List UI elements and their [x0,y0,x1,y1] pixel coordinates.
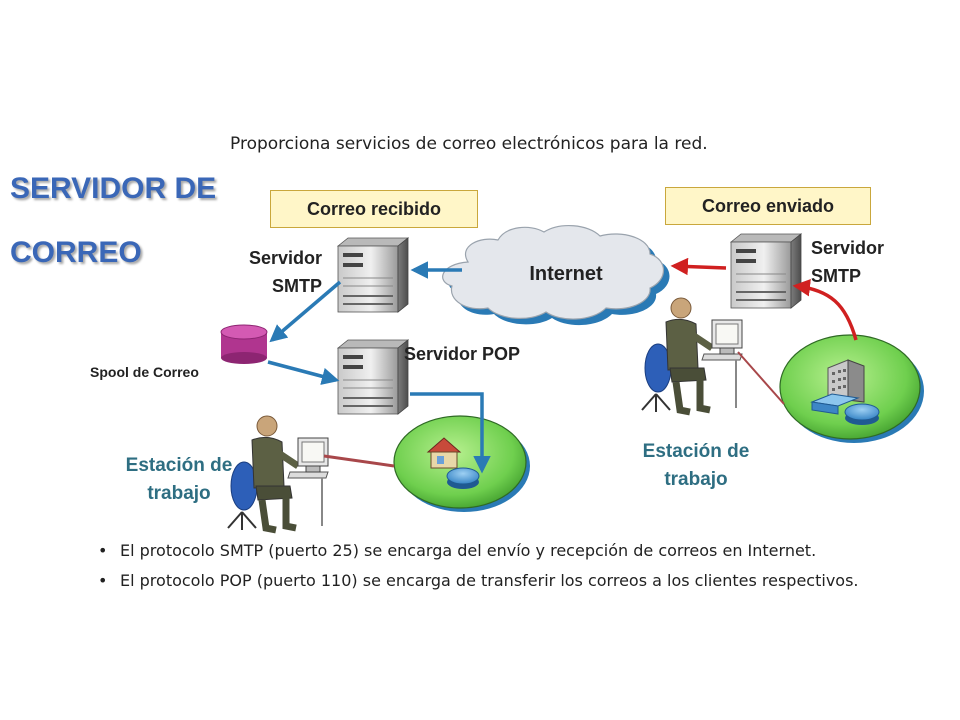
smtp-right-label-line-2: SMTP [811,266,862,286]
bullet-smtp: El protocolo SMTP (puerto 25) se encarga… [96,537,936,564]
slide-title-line-2: CORREO [10,236,142,269]
slide-subtitle: Proporciona servicios de correo electrón… [230,134,708,154]
spool-label: Spool de Correo [90,364,199,380]
slide-title-line-1: SERVIDOR DE [10,172,217,205]
sent-mail-box: Correo enviado [665,187,871,225]
arrow-smtp-to-spool [269,280,342,343]
station-left-label-line-2: trabajo [147,483,211,504]
pop-server-label: Servidor POP [404,344,521,364]
right-station-link [737,351,785,405]
pop-server-icon [337,339,409,415]
station-right-label: Estación de trabajo [622,438,770,494]
smtp-left-label-line-2: SMTP [271,276,322,296]
arrow-spool-to-pop [267,360,340,385]
smtp-right-label-line-1: Servidor [811,238,885,258]
bullet-pop: El protocolo POP (puerto 110) se encarga… [96,567,936,594]
smtp-left-label-line-1: Servidor [248,248,322,268]
arrow-smtp-to-internet [670,257,727,276]
smtp-server-left-icon [337,237,409,313]
arrow-office-to-smtp [792,278,858,341]
workstation-right-icon [642,298,742,412]
smtp-server-right-icon [730,233,802,309]
station-right-label-line-2: trabajo [664,469,728,490]
bullet-list: El protocolo SMTP (puerto 25) se encarga… [96,537,936,597]
received-mail-box: Correo recibido [270,190,478,228]
home-network-disc-icon [393,415,530,512]
internet-label: Internet [529,263,603,285]
smtp-right-label: Servidor SMTP [811,234,884,290]
smtp-left-label: Servidor SMTP [226,244,322,300]
station-left-label: Estación de trabajo [108,452,250,508]
spool-database-icon [220,324,268,364]
internet-cloud-icon [442,225,670,326]
left-station-link [323,454,395,468]
office-network-disc-icon [779,334,924,443]
station-left-label-line-1: Estación de [125,455,233,476]
station-right-label-line-1: Estación de [642,441,750,462]
arrow-pop-to-client [410,392,491,474]
